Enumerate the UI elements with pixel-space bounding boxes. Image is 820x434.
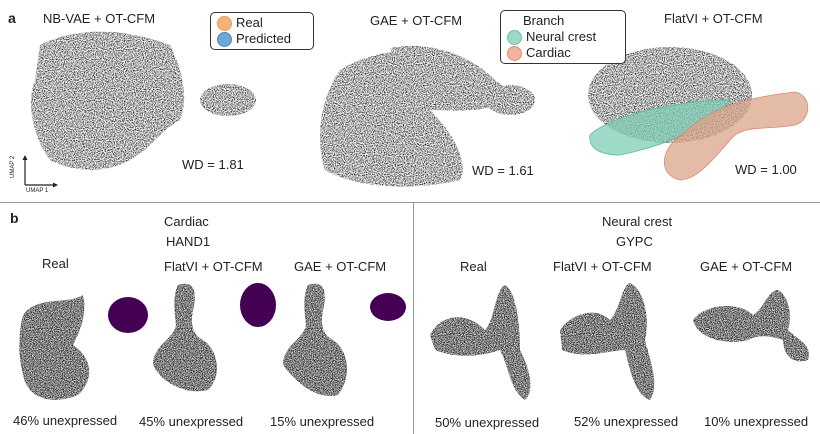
legend-item-real: Real: [217, 15, 305, 31]
cardiac-plot-title-real: Real: [42, 256, 69, 271]
cardiac-gae-pct: 15% unexpressed: [270, 414, 375, 429]
legend-branch-title: Branch: [523, 13, 565, 28]
neural-crest-plot-title-gae: GAE + OT-CFM: [700, 259, 793, 274]
neural-crest-plot-title-real: Real: [460, 259, 487, 274]
cardiac-region: [663, 91, 809, 181]
neural-crest-plot-title-flatvi: FlatVI + OT-CFM: [553, 259, 652, 274]
cardiac-real-scatter: [19, 295, 148, 400]
wd-nbvae: WD = 1.81: [182, 157, 244, 172]
cardiac-gae-scatter: [283, 283, 406, 396]
legend-label-neural-crest: Neural crest: [526, 29, 597, 44]
branch-title-cardiac: Cardiac: [164, 214, 209, 229]
gene-title-gypc: GYPC: [616, 234, 653, 249]
panel-a-label: a: [8, 10, 16, 26]
legend-item-neural-crest: Neural crest: [507, 29, 617, 45]
plot-title-flatvi: FlatVI + OT-CFM: [664, 11, 763, 26]
legend-real-predicted: Real Predicted: [210, 12, 314, 50]
neural-crest-gae-scatter: [693, 290, 809, 362]
legend-label-cardiac: Cardiac: [526, 45, 571, 60]
legend-label-predicted: Predicted: [236, 31, 291, 46]
cardiac-real-pct: 46% unexpressed: [13, 413, 118, 428]
axis-label-umap2: UMAP 2: [10, 155, 16, 178]
panel-b-label: b: [10, 210, 19, 226]
neural-crest-marker-icon: [507, 29, 522, 45]
umap-scatter-nbvae: [30, 31, 256, 170]
wd-gae: WD = 1.61: [472, 163, 534, 178]
axis-label-umap1: UMAP 1: [26, 188, 49, 194]
legend-item-predicted: Predicted: [217, 31, 305, 47]
cardiac-flatvi-scatter: [153, 283, 276, 392]
legend-label-real: Real: [236, 15, 263, 30]
branch-title-neural-crest: Neural crest: [602, 214, 673, 229]
neural-crest-real-pct: 50% unexpressed: [435, 415, 540, 430]
neural-crest-gae-pct: 10% unexpressed: [704, 414, 809, 429]
cardiac-marker-icon: [507, 45, 522, 61]
umap-scatter-gae: [320, 45, 535, 187]
plot-title-nbvae: NB-VAE + OT-CFM: [43, 11, 156, 26]
cardiac-plot-title-gae: GAE + OT-CFM: [294, 259, 387, 274]
umap-scatter-flatvi: [588, 47, 809, 181]
panel-divider-horizontal: [0, 202, 820, 203]
neural-crest-real-scatter: [430, 285, 531, 400]
cardiac-plot-title-flatvi: FlatVI + OT-CFM: [164, 259, 263, 274]
panel-divider-vertical: [413, 202, 414, 434]
wd-flatvi: WD = 1.00: [735, 162, 797, 177]
legend-branch: Branch Neural crest Cardiac: [500, 10, 626, 64]
umap-axes-icon: [22, 155, 58, 188]
real-marker-icon: [217, 15, 232, 31]
predicted-marker-icon: [217, 31, 232, 47]
cardiac-flatvi-pct: 45% unexpressed: [139, 414, 244, 429]
neural-crest-flatvi-scatter: [560, 283, 655, 400]
gene-title-hand1: HAND1: [166, 234, 211, 249]
legend-item-cardiac: Cardiac: [507, 45, 617, 61]
neural-crest-flatvi-pct: 52% unexpressed: [574, 414, 679, 429]
plot-title-gae: GAE + OT-CFM: [370, 13, 463, 28]
